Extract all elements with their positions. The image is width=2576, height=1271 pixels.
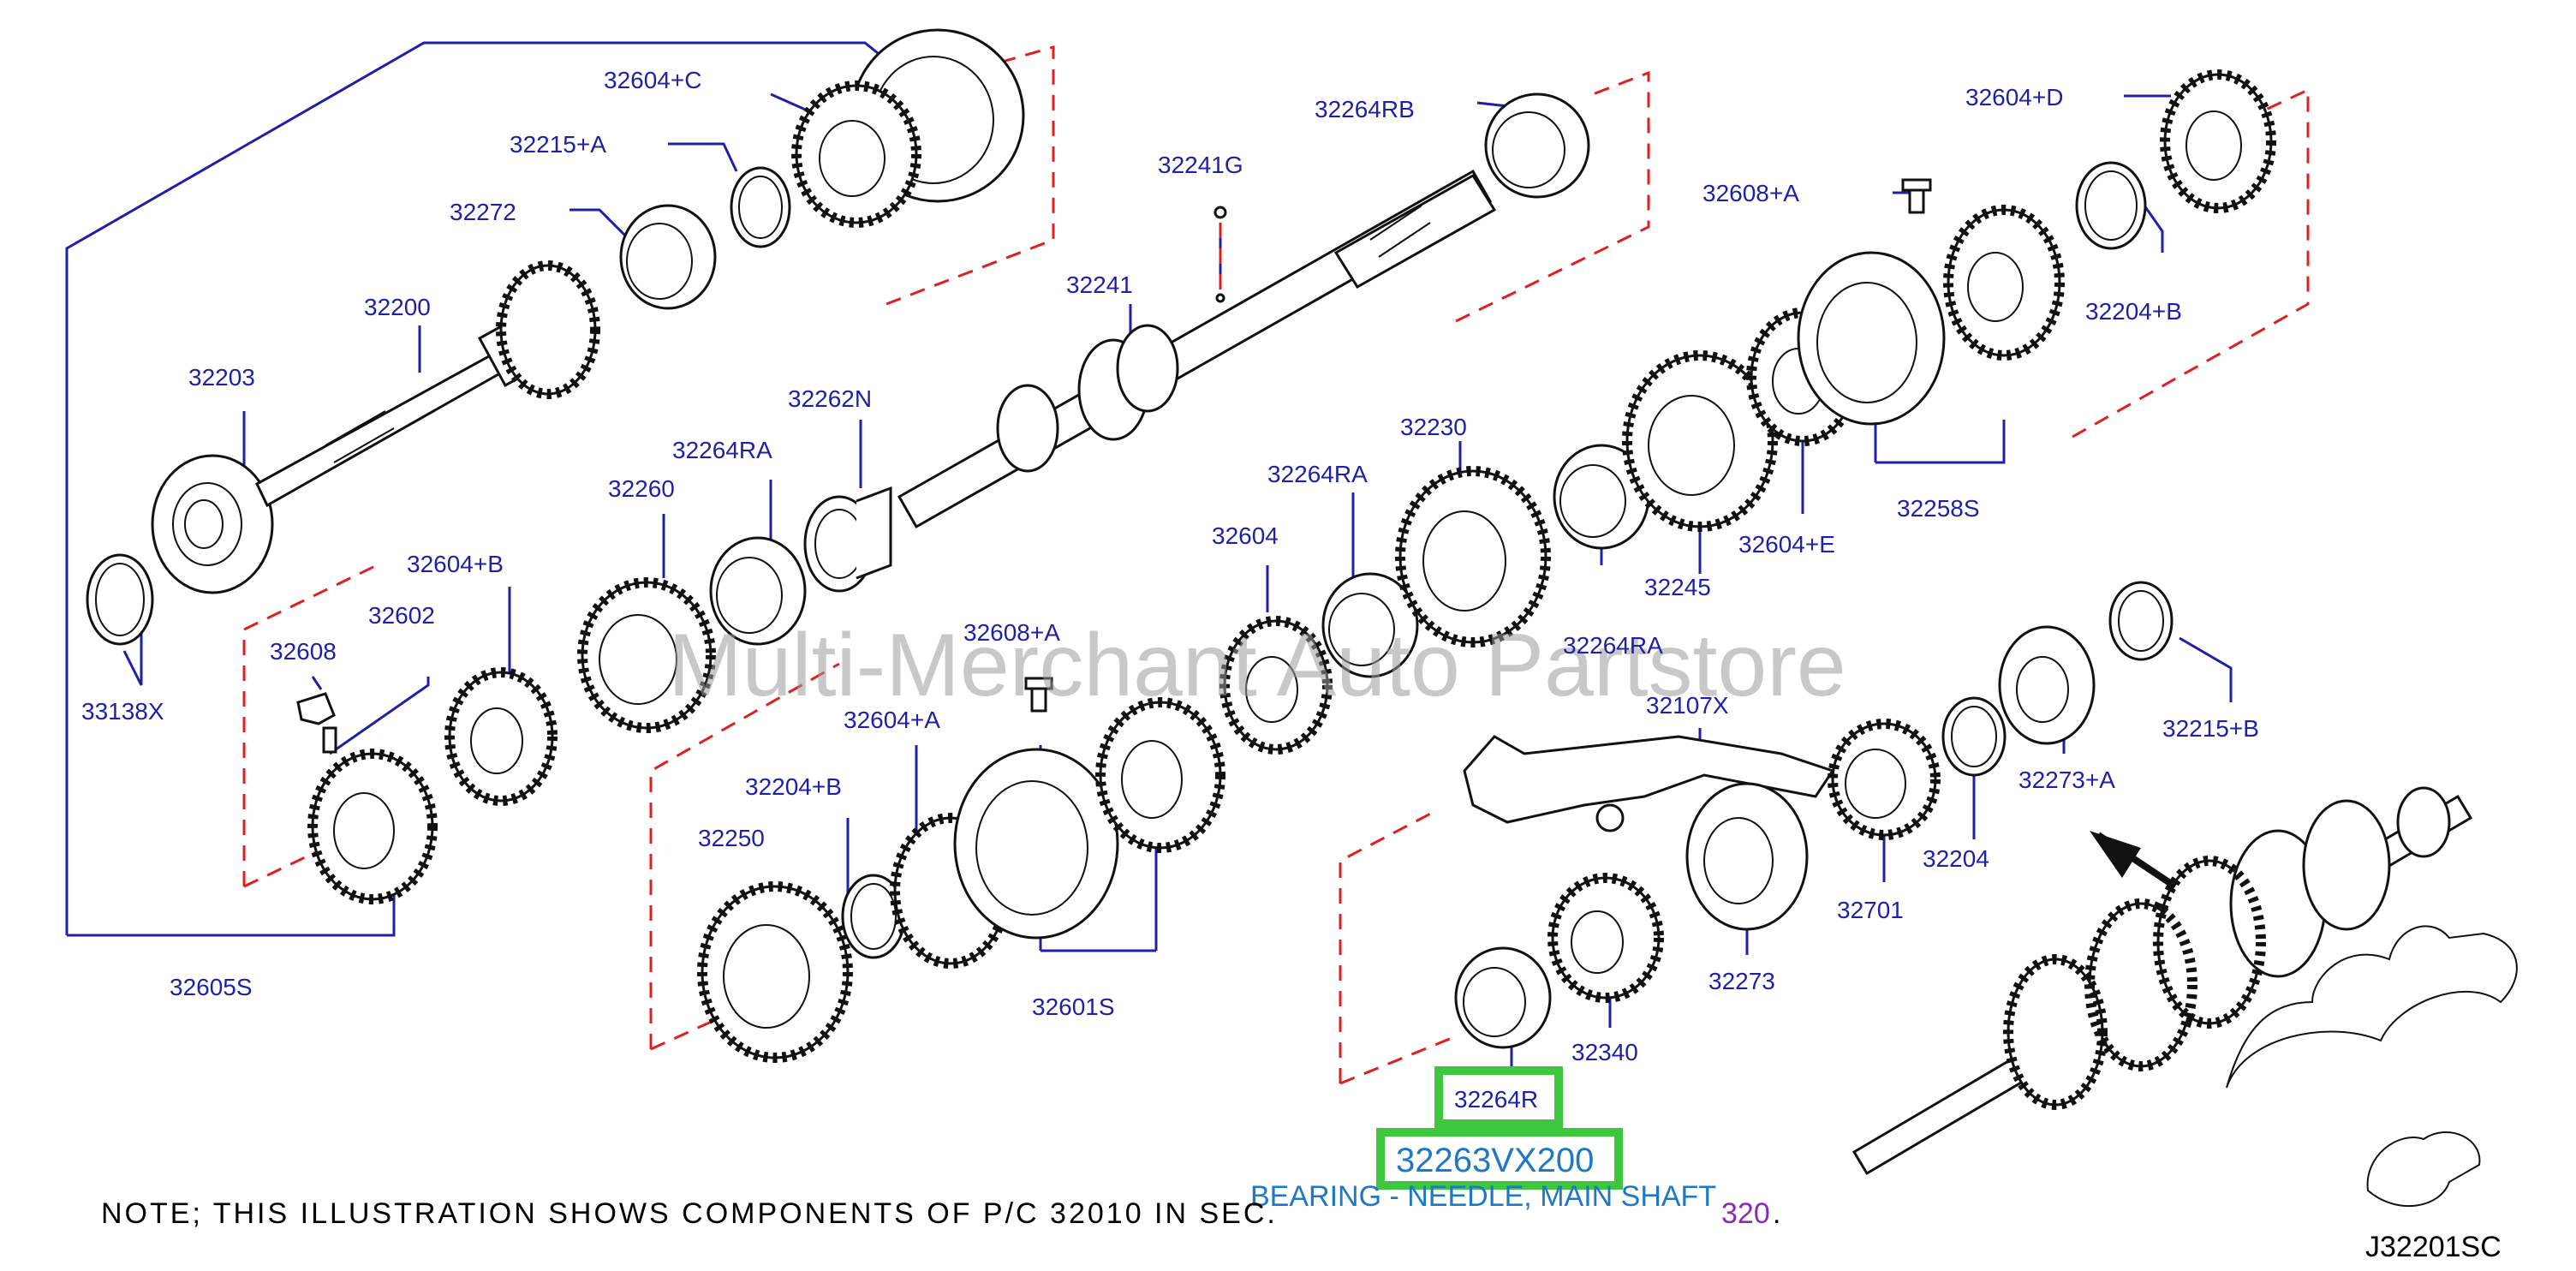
gear-32701 bbox=[1828, 719, 1941, 840]
needle-bearing-32272 bbox=[619, 204, 717, 310]
label-32602[interactable]: 32602 bbox=[368, 602, 435, 629]
gear-32230 bbox=[1395, 466, 1551, 647]
label-32262N[interactable]: 32262N bbox=[788, 385, 872, 412]
synchro-32601S bbox=[890, 697, 1225, 969]
insert-32608 bbox=[296, 692, 337, 754]
highlighted-part: 32264R 32263VX200 BEARING - NEEDLE, MAIN… bbox=[1250, 1066, 1716, 1213]
label-32200[interactable]: 32200 bbox=[364, 294, 431, 320]
label-32701[interactable]: 32701 bbox=[1837, 897, 1904, 923]
needle-bearing-32264R bbox=[1454, 946, 1552, 1049]
diagram-code: J32201SC bbox=[2365, 1231, 2501, 1263]
label-32604C[interactable]: 32604+C bbox=[604, 67, 701, 93]
label-32264RA-1[interactable]: 32264RA bbox=[672, 437, 772, 463]
needle-bearing-32264RA-1 bbox=[709, 536, 807, 646]
hub-32602 bbox=[307, 749, 438, 904]
label-32204B-1[interactable]: 32204+B bbox=[745, 773, 842, 800]
main-shaft-32241 bbox=[897, 169, 1497, 529]
label-32608A-2[interactable]: 32608+A bbox=[1702, 180, 1799, 206]
label-32241G[interactable]: 32241G bbox=[1158, 152, 1243, 178]
label-32215B[interactable]: 32215+B bbox=[2162, 715, 2259, 742]
counter-shaft-assembly bbox=[1454, 581, 2174, 1049]
snap-ring-32215B bbox=[2108, 581, 2174, 661]
label-32245[interactable]: 32245 bbox=[1644, 574, 1711, 600]
direction-arrow-icon bbox=[2090, 831, 2178, 890]
snap-ring-32215A bbox=[730, 166, 791, 248]
needle-bearing-32264RB bbox=[1484, 92, 1590, 199]
bearing-32273A bbox=[1998, 625, 2096, 745]
label-32264RB[interactable]: 32264RB bbox=[1315, 96, 1415, 122]
label-32203[interactable]: 32203 bbox=[188, 364, 255, 391]
synchro-32604C bbox=[791, 28, 1025, 228]
label-32604E[interactable]: 32604+E bbox=[1738, 531, 1835, 558]
synchro-32258S bbox=[1797, 205, 2065, 426]
input-shaft-assembly bbox=[86, 28, 1025, 646]
label-33138X[interactable]: 33138X bbox=[81, 698, 164, 725]
label-32272[interactable]: 32272 bbox=[450, 199, 516, 225]
highlight-box-part-number bbox=[1376, 1128, 1623, 1190]
synchro-32604 bbox=[1219, 616, 1333, 755]
label-32264R[interactable]: 32264R bbox=[1454, 1086, 1538, 1113]
label-32230[interactable]: 32230 bbox=[1400, 414, 1467, 440]
synchro-32604D bbox=[2160, 69, 2276, 213]
synchro-32604B bbox=[444, 667, 558, 806]
label-32340[interactable]: 32340 bbox=[1571, 1039, 1638, 1065]
watermark: Multi-Merchant Auto Partstore bbox=[668, 616, 1846, 715]
label-32107X[interactable]: 32107X bbox=[1646, 692, 1729, 719]
note-section-link[interactable]: 320 bbox=[1721, 1197, 1770, 1230]
label-32260[interactable]: 32260 bbox=[608, 475, 675, 502]
label-32605S[interactable]: 32605S bbox=[170, 974, 253, 1000]
assembled-shaft-view bbox=[1852, 786, 2473, 1176]
label-32604B[interactable]: 32604+B bbox=[407, 551, 504, 577]
label-32604A[interactable]: 32604+A bbox=[844, 707, 940, 733]
label-32604D[interactable]: 32604+D bbox=[1965, 84, 2063, 110]
bolt-32608A-2 bbox=[1901, 178, 1932, 214]
label-32608[interactable]: 32608 bbox=[270, 638, 337, 665]
input-shaft-32200 bbox=[255, 260, 600, 508]
gear-32340 bbox=[1547, 873, 1664, 1003]
label-32608A-1[interactable]: 32608+A bbox=[963, 619, 1060, 646]
needle-bearing-32264RA-2 bbox=[1321, 572, 1419, 678]
bushing-32262N bbox=[803, 486, 892, 593]
highlight-part-number[interactable]: 32263VX200 bbox=[1396, 1142, 1594, 1179]
label-32241[interactable]: 32241 bbox=[1066, 272, 1133, 298]
snap-ring-32204 bbox=[1941, 696, 2007, 777]
note-trailing-period: . bbox=[1773, 1197, 1783, 1230]
bolt-32608A-1 bbox=[1024, 677, 1053, 713]
leader-lines bbox=[65, 41, 2233, 1066]
gear-32245 bbox=[1622, 350, 1778, 532]
label-32250[interactable]: 32250 bbox=[698, 825, 765, 851]
bearing-32203 bbox=[151, 454, 274, 594]
footer-note: NOTE; THIS ILLUSTRATION SHOWS COMPONENTS… bbox=[101, 1197, 2501, 1263]
label-32258S[interactable]: 32258S bbox=[1897, 495, 1980, 522]
main-shaft-assembly bbox=[296, 69, 2276, 1063]
snap-ring-33138X bbox=[86, 553, 154, 646]
label-32204B-2[interactable]: 32204+B bbox=[2085, 298, 2182, 325]
note-text: NOTE; THIS ILLUSTRATION SHOWS COMPONENTS… bbox=[101, 1197, 1278, 1230]
counter-shaft-silhouette bbox=[2226, 925, 2518, 1208]
part-labels: 32604+C 32215+A 32272 32200 32203 33138X… bbox=[81, 67, 2259, 1065]
label-32264RA-3[interactable]: 32264RA bbox=[1563, 632, 1663, 659]
label-32215A[interactable]: 32215+A bbox=[510, 131, 606, 158]
label-32604[interactable]: 32604 bbox=[1212, 522, 1279, 549]
gear-32260 bbox=[577, 577, 716, 733]
bearing-32273 bbox=[1685, 782, 1809, 931]
label-32264RA-2[interactable]: 32264RA bbox=[1267, 461, 1368, 487]
dashed-group-outlines bbox=[242, 45, 2310, 1085]
highlight-description: BEARING - NEEDLE, MAIN SHAFT bbox=[1250, 1180, 1716, 1213]
gear-32250 bbox=[697, 881, 853, 1063]
bracket-32107X bbox=[1463, 735, 1835, 832]
highlight-box-32264R bbox=[1434, 1066, 1563, 1128]
label-32601S[interactable]: 32601S bbox=[1032, 994, 1115, 1020]
oil-plug-32241G bbox=[1213, 206, 1227, 303]
label-32204[interactable]: 32204 bbox=[1923, 845, 1989, 872]
label-32273A[interactable]: 32273+A bbox=[2018, 767, 2115, 793]
snap-ring-32204B-2 bbox=[2075, 161, 2147, 250]
snap-ring-32204B-1 bbox=[841, 874, 906, 959]
label-32273[interactable]: 32273 bbox=[1708, 968, 1775, 994]
